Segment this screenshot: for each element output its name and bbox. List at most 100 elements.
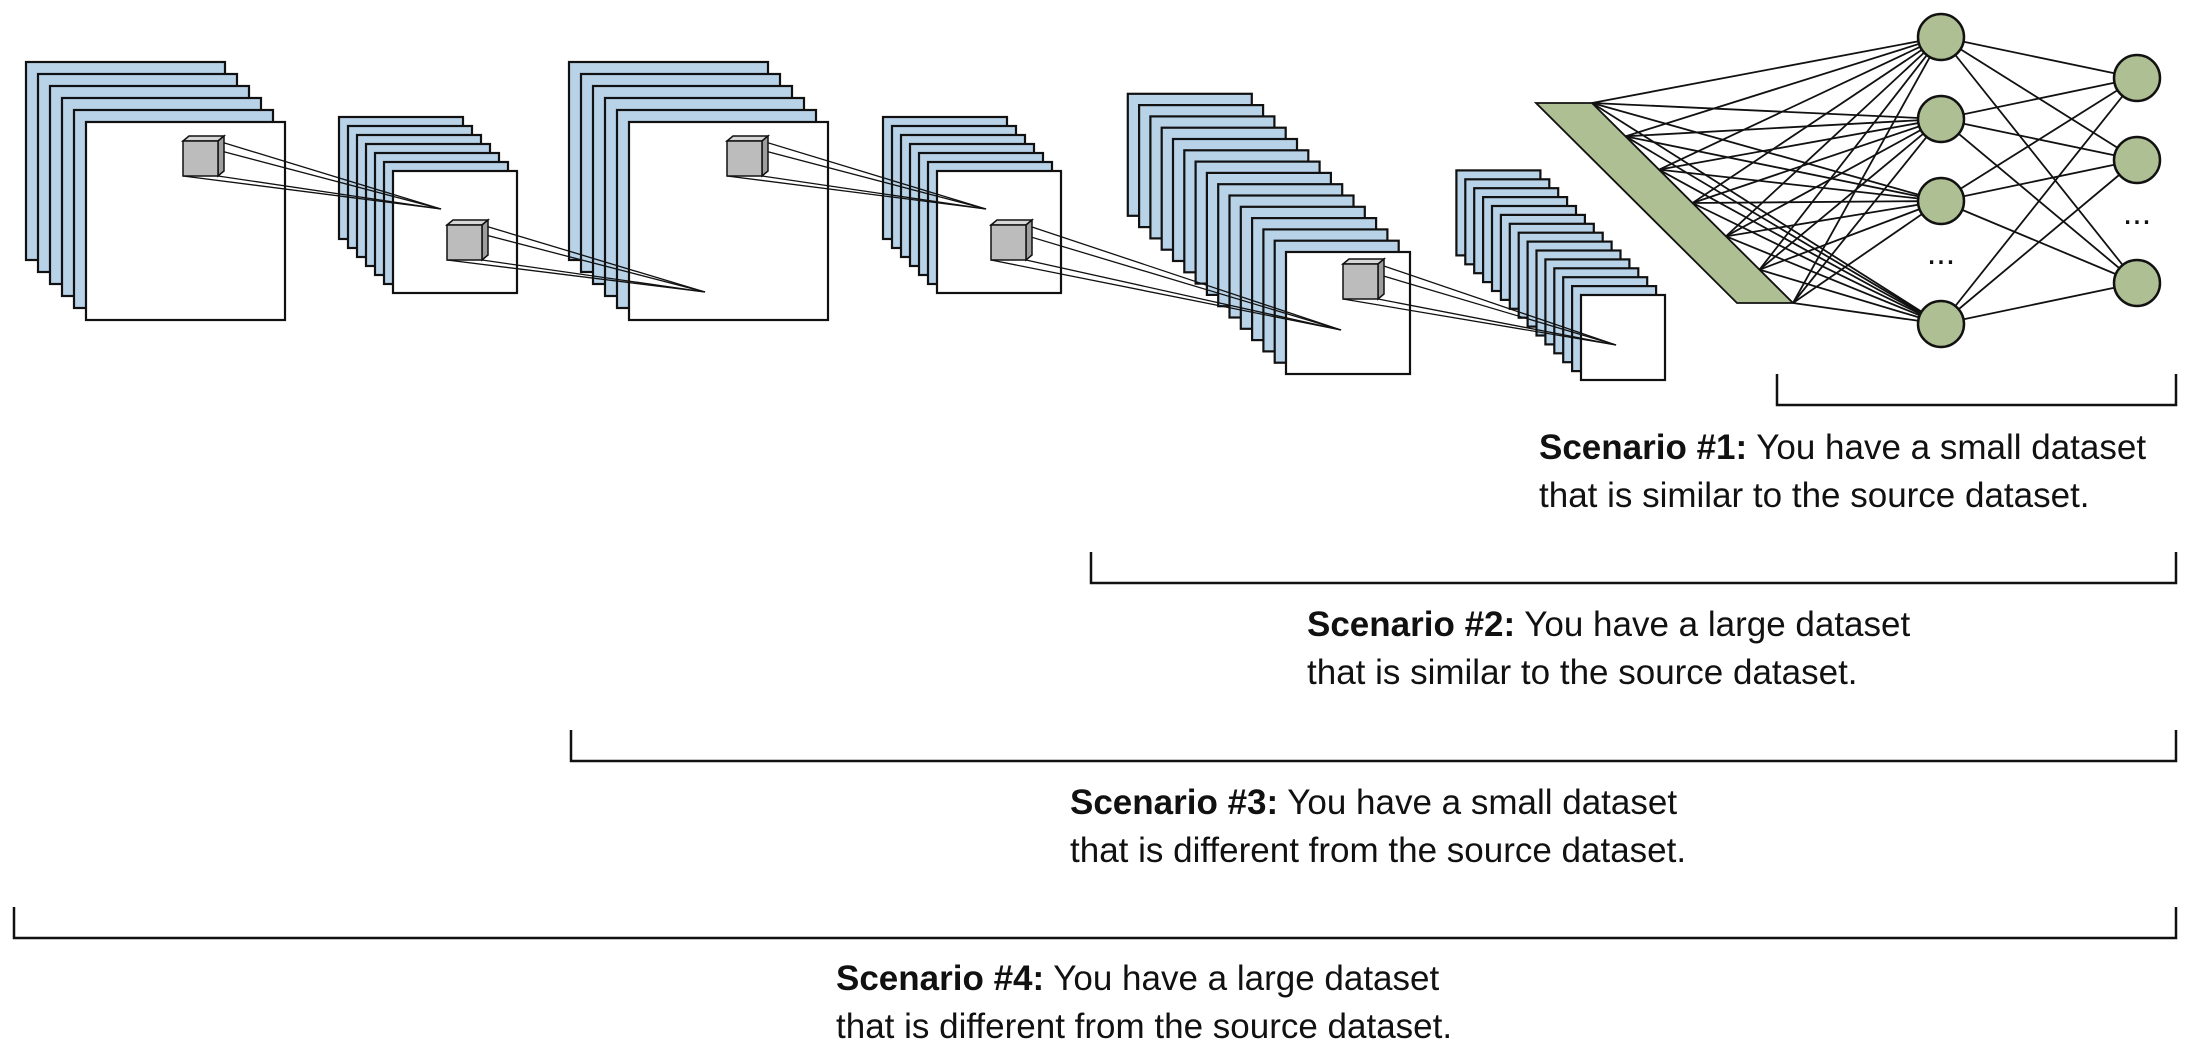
feature-map-stack	[1126, 92, 1412, 376]
scenario-4-caption: Scenario #4: You have a large dataset th…	[836, 955, 1452, 1051]
kernel	[1340, 257, 1617, 346]
scenario-text: You have a large dataset	[1053, 959, 1440, 998]
scenario-bracket	[1775, 374, 2178, 407]
connection-line	[1692, 200, 1942, 204]
feature-map-stack	[1455, 169, 1667, 382]
fully-connected-network: ......	[1591, 12, 2162, 349]
hidden-node	[1916, 94, 1966, 144]
hidden-node	[1916, 299, 1966, 349]
scenario-text: that is different from the source datase…	[836, 1007, 1453, 1046]
projection-line	[1342, 298, 1617, 346]
connection-line	[1625, 135, 1942, 325]
connection-line	[1591, 36, 1942, 104]
projection-line	[726, 140, 987, 210]
feature-map-stack	[567, 60, 830, 322]
scenario-label: Scenario #4:	[836, 959, 1045, 998]
connection-line	[1759, 200, 1942, 271]
output-node	[2112, 258, 2162, 308]
kernel-side-face	[761, 134, 769, 178]
connection-line	[1692, 202, 1942, 325]
scenario-3-caption: Scenario #3: You have a small dataset th…	[1070, 779, 1686, 875]
connection-line	[1625, 135, 1942, 202]
feature-map-stack	[337, 115, 519, 295]
feature-map-front	[1579, 293, 1667, 382]
scenario-bracket	[12, 907, 2178, 940]
projection-line	[481, 259, 706, 293]
projection-line	[217, 140, 442, 210]
connection-line	[1940, 36, 2138, 79]
connection-line	[1658, 36, 1942, 171]
projection-line	[726, 175, 987, 210]
hidden-node	[1916, 176, 1966, 226]
scenario-text: You have a small dataset	[1756, 428, 2147, 467]
projection-line	[446, 259, 706, 293]
connection-line	[1940, 77, 2138, 120]
kernel-side-face	[217, 134, 225, 178]
projection-line	[182, 175, 442, 210]
projection-line	[1377, 263, 1617, 346]
scenario-1-caption: Scenario #1: You have a small dataset th…	[1539, 424, 2146, 520]
output-node	[2112, 135, 2162, 185]
connection-line	[1940, 282, 2138, 325]
connection-line	[1591, 102, 1942, 202]
connection-line	[1725, 36, 1942, 237]
projection-line	[481, 224, 706, 293]
connection-line	[1725, 235, 1942, 325]
scenario-label: Scenario #1:	[1539, 428, 1748, 467]
connection-line	[1725, 200, 1942, 238]
connection-line	[1792, 302, 1942, 325]
projection-line	[182, 140, 442, 210]
connection-line	[1940, 159, 2138, 202]
kernel-front-face	[990, 224, 1027, 261]
scenario-bracket	[1089, 552, 2178, 585]
feature-map-stack	[24, 60, 287, 322]
kernel-side-face	[1025, 218, 1033, 262]
projection-line	[1025, 224, 1342, 331]
projection-line	[990, 259, 1342, 331]
projection-line	[761, 175, 987, 210]
scenario-text: that is similar to the source dataset.	[1307, 653, 1858, 692]
connection-line	[1759, 268, 1942, 325]
connection-line	[1940, 36, 2138, 284]
kernel	[988, 218, 1342, 331]
kernel-front-face	[726, 140, 763, 177]
connection-line	[1940, 159, 2138, 325]
scenario-text: that is different from the source datase…	[1070, 831, 1687, 870]
projection-line	[1025, 259, 1342, 331]
connection-line	[1625, 36, 1942, 138]
connection-line	[1940, 77, 2138, 325]
connection-line	[1758, 118, 1942, 271]
connection-line	[1692, 36, 1942, 204]
kernel-front-face	[1342, 263, 1379, 300]
convolution-kernels	[180, 134, 1617, 346]
connection-line	[1792, 36, 1942, 304]
scenario-2-caption: Scenario #2: You have a large dataset th…	[1307, 601, 1910, 697]
scenario-label: Scenario #2:	[1307, 605, 1516, 644]
connection-line	[1591, 102, 1942, 120]
connection-line	[1792, 200, 1942, 304]
connection-line	[1658, 168, 1942, 202]
projection-line	[446, 224, 706, 293]
scenario-text: that is similar to the source dataset.	[1539, 476, 2090, 515]
connection-line	[1940, 77, 2138, 202]
scenario-text: You have a large dataset	[1524, 605, 1911, 644]
kernel-front-face	[446, 224, 483, 261]
feature-map-stacks	[24, 60, 1667, 382]
projection-line	[761, 140, 987, 210]
kernel	[180, 134, 442, 210]
connection-line	[1792, 118, 1942, 304]
connection-line	[1625, 118, 1942, 138]
scenario-brackets	[12, 374, 2178, 940]
connection-line	[1725, 118, 1942, 238]
kernel	[724, 134, 987, 210]
scenario-label: Scenario #3:	[1070, 783, 1279, 822]
projection-line	[217, 175, 442, 210]
projection-line	[990, 224, 1342, 331]
scenario-text: You have a small dataset	[1287, 783, 1678, 822]
projection-line	[1342, 263, 1617, 346]
ellipsis-hidden: ...	[1927, 234, 1955, 272]
hidden-node	[1916, 12, 1966, 62]
connection-line	[1758, 36, 1942, 271]
kernel-front-face	[182, 140, 219, 177]
projection-line	[1377, 298, 1617, 346]
